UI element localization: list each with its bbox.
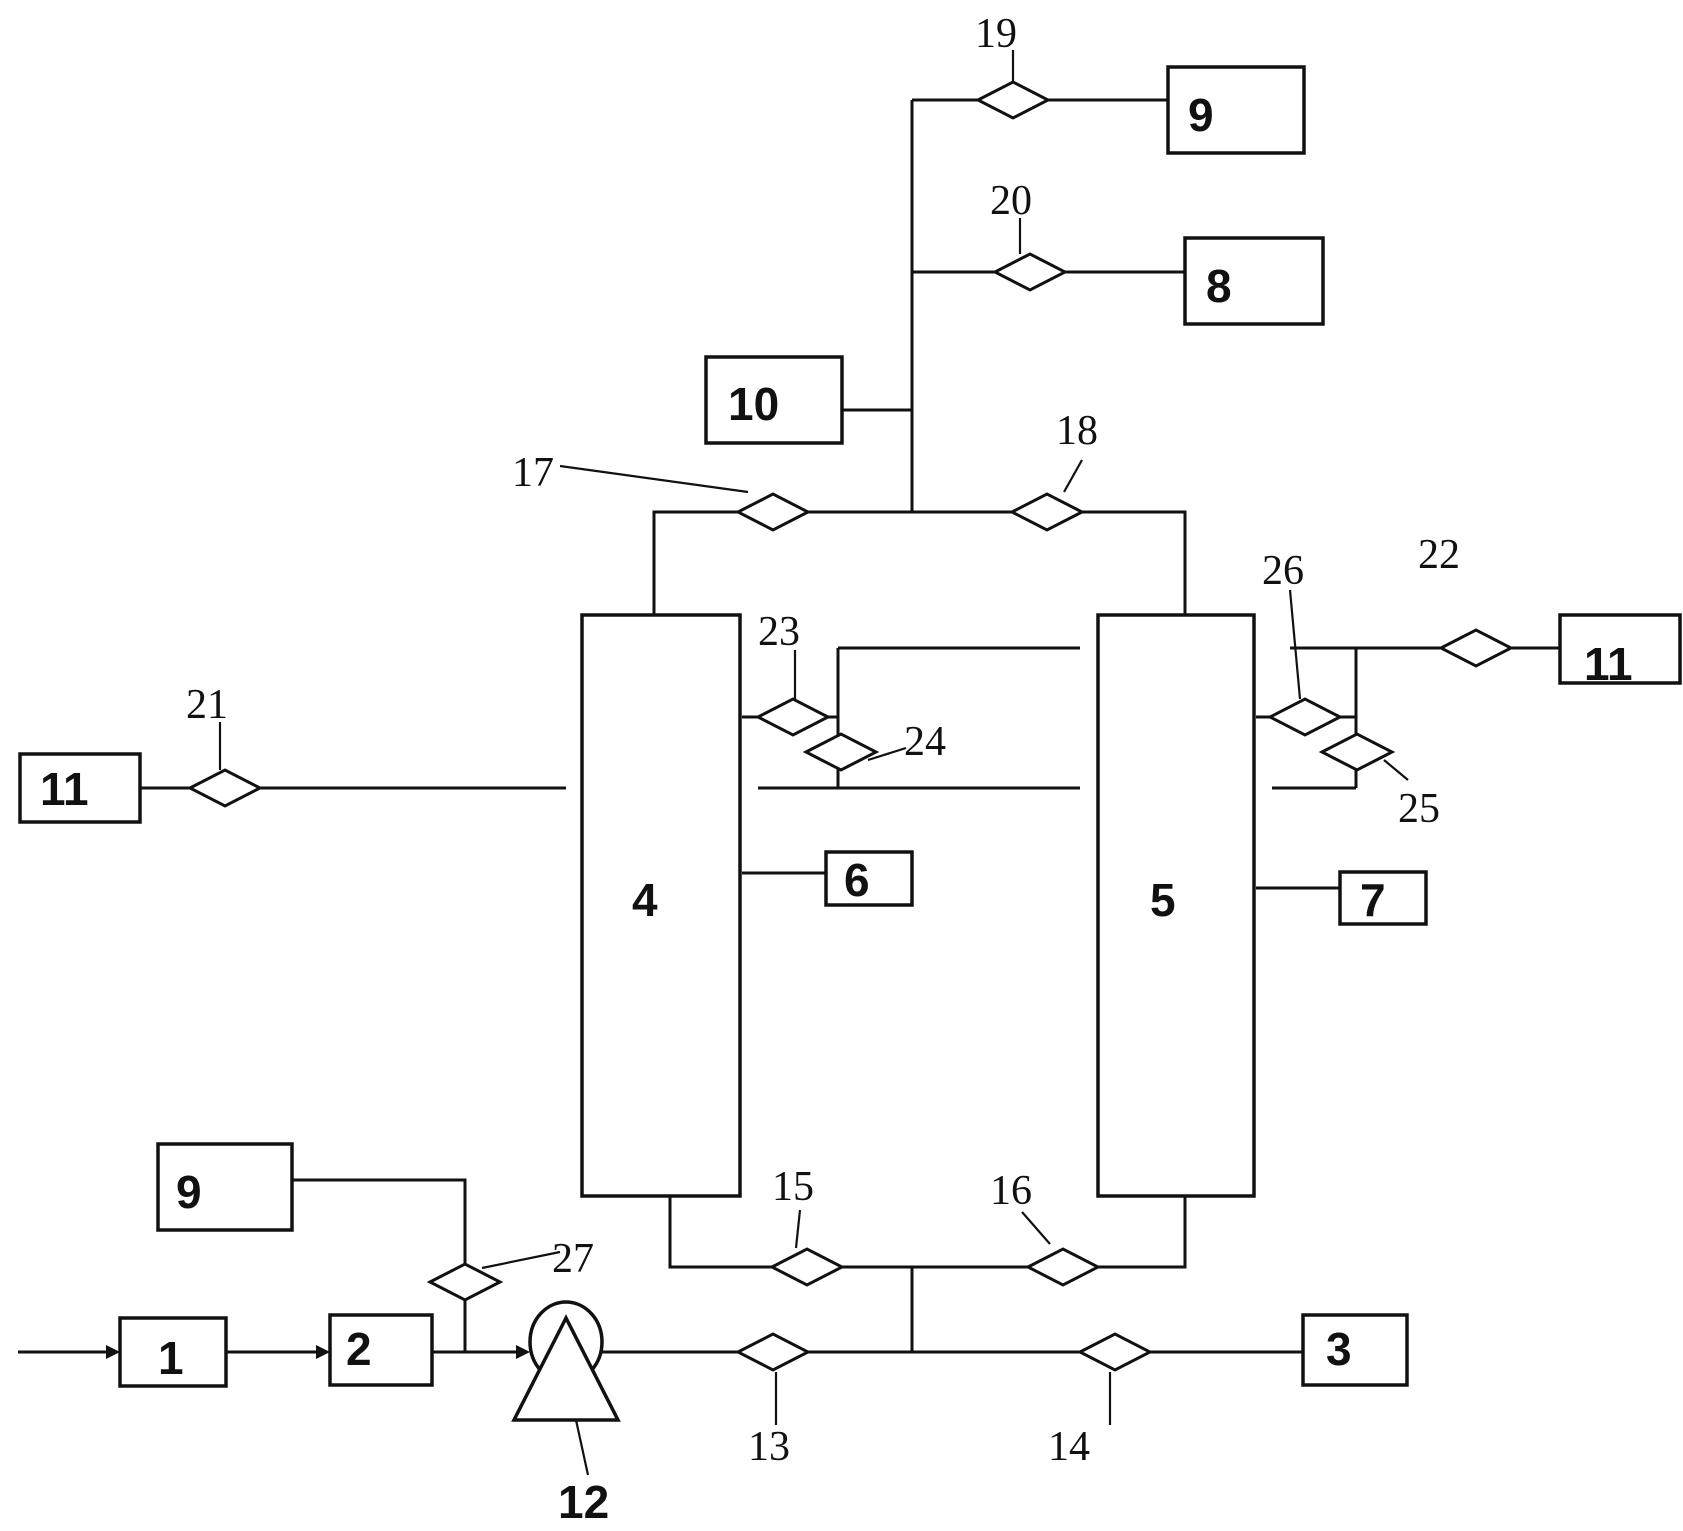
valve-13: [734, 1332, 812, 1372]
column-4: 4: [580, 613, 742, 1198]
component-6: 6: [824, 850, 914, 907]
component-2: 2: [328, 1313, 434, 1387]
component-11-left: 11: [18, 752, 142, 824]
valve-27: [426, 1262, 504, 1302]
valve-14: [1076, 1332, 1154, 1372]
valve-16: [1024, 1247, 1102, 1287]
svg-text:9: 9: [176, 1166, 202, 1218]
valve-labels: 13 14 15 16 17 18 19 20 21 22 23 24 25 2…: [186, 11, 1460, 1470]
valve-24: [802, 732, 880, 772]
component-9-bottom: 9: [156, 1142, 294, 1232]
component-9-top: 9: [1166, 65, 1306, 155]
valves: [186, 80, 1515, 1372]
valve-15: [768, 1247, 846, 1287]
svg-text:6: 6: [844, 854, 870, 906]
svg-text:11: 11: [40, 763, 89, 815]
label-13: 13: [748, 1424, 790, 1470]
component-1: 1: [118, 1316, 228, 1388]
pump-12: 12: [511, 1300, 621, 1528]
svg-text:1: 1: [158, 1332, 184, 1384]
label-21: 21: [186, 682, 228, 728]
label-27: 27: [552, 1236, 594, 1282]
valve-19: [974, 80, 1052, 120]
label-15: 15: [772, 1164, 814, 1210]
component-7: 7: [1338, 870, 1428, 926]
svg-text:3: 3: [1326, 1323, 1352, 1375]
label-24: 24: [904, 719, 946, 765]
valve-17: [734, 492, 812, 532]
label-22: 22: [1418, 532, 1460, 578]
svg-text:2: 2: [346, 1323, 372, 1375]
valve-20: [991, 252, 1069, 292]
valve-25: [1318, 732, 1396, 772]
label-17: 17: [512, 450, 554, 496]
component-10: 10: [704, 355, 844, 445]
svg-text:4: 4: [632, 874, 658, 926]
leader-lines: [218, 50, 1409, 1425]
valve-18: [1008, 492, 1086, 532]
label-20: 20: [990, 178, 1032, 224]
label-25: 25: [1398, 786, 1440, 832]
component-8: 8: [1183, 236, 1325, 326]
label-14: 14: [1048, 1424, 1090, 1470]
label-16: 16: [990, 1168, 1032, 1214]
label-26: 26: [1262, 548, 1304, 594]
valve-23: [754, 697, 832, 737]
svg-text:9: 9: [1188, 89, 1214, 141]
svg-text:7: 7: [1360, 874, 1386, 926]
valve-22: [1437, 628, 1515, 668]
label-23: 23: [758, 609, 800, 655]
column-5: 5: [1096, 613, 1256, 1198]
svg-text:8: 8: [1206, 260, 1232, 312]
label-19: 19: [975, 11, 1017, 57]
valve-21: [186, 768, 264, 808]
svg-text:12: 12: [558, 1476, 609, 1528]
svg-text:11: 11: [1584, 638, 1633, 690]
component-11-right: 11: [1558, 613, 1682, 690]
svg-text:10: 10: [728, 378, 779, 430]
label-18: 18: [1056, 408, 1098, 454]
svg-text:5: 5: [1150, 874, 1176, 926]
component-3: 3: [1301, 1313, 1409, 1387]
valve-26: [1266, 697, 1344, 737]
